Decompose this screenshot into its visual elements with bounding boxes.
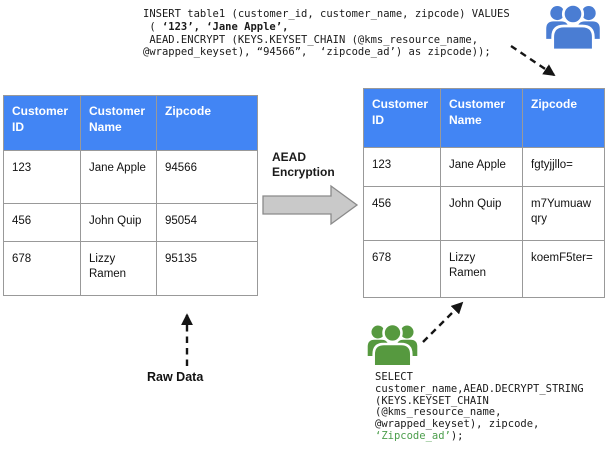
insert-code-line: AEAD.ENCRYPT (KEYS.KEYSET_CHAIN (@kms_re… [143,33,479,46]
table-row: 456 John Quip 95054 [3,203,258,242]
table-cell: Lizzy Ramen [440,240,523,298]
table-cell: Jane Apple [440,147,523,187]
table-header-row: Customer ID Customer Name Zipcode [363,88,605,148]
insert-flow-arrow [510,45,556,77]
table-cell: 123 [363,147,441,187]
select-code-line: ‘Zipcode_ad’); [375,429,584,443]
table-row: 456 John Quip m7Yumuawqry [363,186,605,241]
table-cell: Jane Apple [80,150,157,204]
table-cell: 94566 [156,150,258,204]
header-cell: Customer Name [80,95,157,151]
select-code-line: customer_name,AEAD.DECRYPT_STRING [375,382,584,395]
table-cell: 678 [3,241,81,296]
insert-code-prefix: ( [143,20,162,33]
header-cell: Customer ID [3,95,81,151]
table-row: 123 Jane Apple fgtyjjllo= [363,147,605,187]
select-code-line: (KEYS.KEYSET_CHAIN [375,394,489,407]
green-users-icon [367,322,418,368]
encryption-block-arrow [262,184,359,226]
table-row: 678 Lizzy Ramen 95135 [3,241,258,296]
table-cell: koemF5ter= [522,240,605,298]
table-cell: fgtyjjllo= [522,147,605,187]
table-cell: 678 [363,240,441,298]
table-row: 678 Lizzy Ramen koemF5ter= [363,240,605,298]
select-code-tail: ); [450,429,464,442]
select-code-green-token: ‘Zipcode_ad’ [375,429,451,442]
encrypted-data-table: Customer ID Customer Name Zipcode 123 Ja… [363,88,605,298]
header-cell: Customer ID [363,88,441,148]
table-header-row: Customer ID Customer Name Zipcode [3,95,258,151]
table-cell: 123 [3,150,81,204]
insert-code-line: @wrapped_keyset), “94566”, ‘zipcode_ad’)… [143,46,491,59]
insert-code-values: ‘123’, ‘Jane Apple’, [161,20,289,33]
raw-data-label: Raw Data [147,370,204,384]
header-cell: Zipcode [522,88,605,148]
table-row: 123 Jane Apple 94566 [3,150,258,204]
table-cell: John Quip [80,203,157,242]
table-cell: 456 [3,203,81,242]
select-sql-code: SELECT customer_name,AEAD.DECRYPT_STRING… [375,371,584,443]
blue-users-icon [546,2,600,50]
table-cell: 95135 [156,241,258,296]
select-code-line: @wrapped_keyset), zipcode, [375,418,540,431]
insert-sql-code: INSERT table1 (customer_id, customer_nam… [143,8,510,59]
insert-code-line: INSERT table1 (customer_id, customer_nam… [143,8,510,20]
raw-data-table: Customer ID Customer Name Zipcode 123 Ja… [3,95,258,296]
insert-code-line: ( ‘123’, ‘Jane Apple’, [143,21,510,34]
table-cell: 95054 [156,203,258,242]
select-flow-arrow [422,301,464,343]
aead-encryption-label: AEAD Encryption [272,150,335,179]
header-cell: Customer Name [440,88,523,148]
table-cell: Lizzy Ramen [80,241,157,296]
table-cell: 456 [363,186,441,241]
table-cell: m7Yumuawqry [522,186,605,241]
header-cell: Zipcode [156,95,258,151]
table-cell: John Quip [440,186,523,241]
select-code-line: SELECT [375,371,413,383]
select-code-line: (@kms_resource_name, [375,406,502,419]
